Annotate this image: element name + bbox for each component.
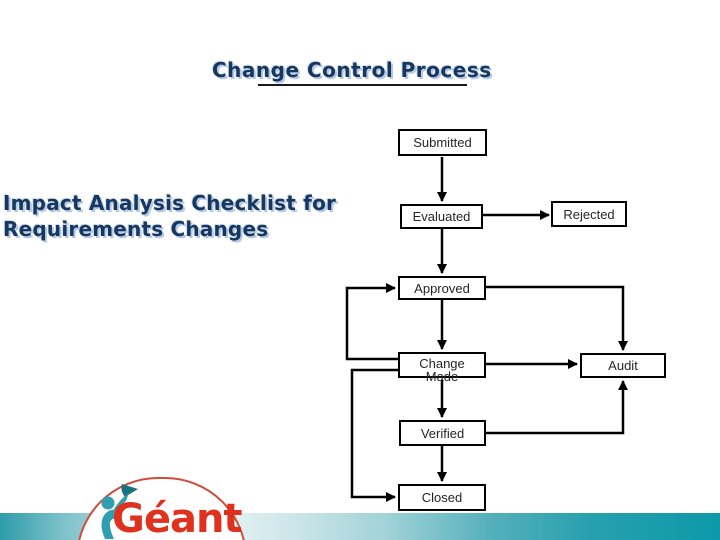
side-heading-line1: Impact Analysis Checklist for <box>3 191 337 215</box>
geant-logo-text: Géant <box>112 496 243 540</box>
flow-node-closed: Closed <box>398 484 486 511</box>
slide-title: Change Control Process <box>212 58 492 82</box>
side-heading-line2: Requirements Changes <box>3 216 269 241</box>
flow-node-label: Rejected <box>563 206 615 222</box>
flow-node-audit: Audit <box>580 353 666 378</box>
flow-node-label: Evaluated <box>412 209 471 224</box>
side-heading: Impact Analysis Checklist for Requiremen… <box>3 191 336 242</box>
connector-verified-audit <box>486 380 628 435</box>
flow-node-verified: Verified <box>399 420 486 446</box>
person-icon <box>101 484 138 539</box>
connector-changemade-closed-loop <box>350 368 398 502</box>
flow-node-evaluated: Evaluated <box>400 204 483 229</box>
flow-node-change-made: Change Made <box>398 352 486 383</box>
title-underline <box>258 84 467 86</box>
flow-node-label: Change Made <box>419 356 465 384</box>
flow-node-rejected: Rejected <box>551 201 627 227</box>
flow-node-label: Approved <box>414 280 470 296</box>
flow-node-label: Submitted <box>413 135 472 150</box>
flow-node-submitted: Submitted <box>398 129 487 156</box>
connector-approved-audit <box>486 285 628 351</box>
flow-node-label: Audit <box>608 358 638 373</box>
flow-node-label: Verified <box>420 425 465 441</box>
flow-node-approved: Approved <box>398 276 486 300</box>
connector-changemade-approved-loop <box>345 283 398 361</box>
flow-node-label: Closed <box>421 490 463 505</box>
